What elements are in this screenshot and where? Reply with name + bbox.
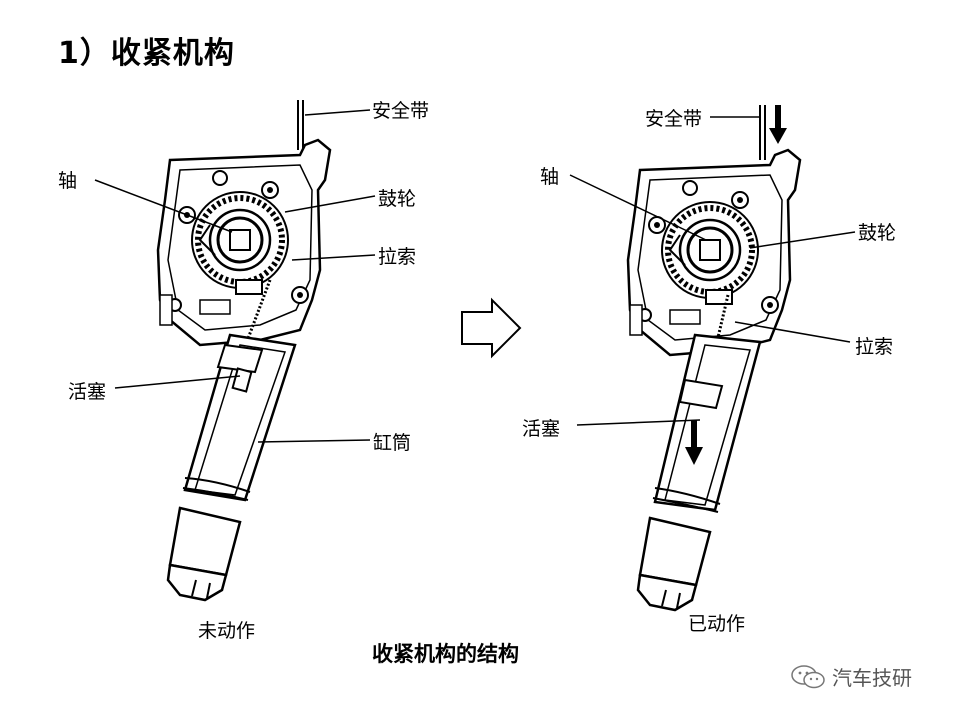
- left-label-shaft: 轴: [58, 170, 78, 192]
- section-title: 1）收紧机构: [58, 36, 235, 71]
- piston-motion-arrow-icon: [685, 420, 703, 465]
- wechat-icon: [791, 665, 825, 689]
- left-state-label: 未动作: [198, 620, 256, 642]
- right-assembly: [628, 105, 800, 612]
- left-assembly: [158, 100, 330, 602]
- right-label-cable: 拉索: [855, 336, 894, 358]
- left-label-drum: 鼓轮: [378, 188, 417, 210]
- figure-caption: 收紧机构的结构: [372, 641, 519, 666]
- belt-retract-arrow-icon: [769, 105, 787, 144]
- transition-arrow-icon: [461, 297, 522, 359]
- right-state-label: 已动作: [688, 613, 746, 635]
- right-label-shaft: 轴: [540, 166, 560, 188]
- left-label-cylinder: 缸筒: [373, 432, 412, 454]
- watermark-text: 汽车技研: [832, 666, 912, 690]
- left-label-cable: 拉索: [378, 246, 417, 268]
- right-label-drum: 鼓轮: [858, 222, 897, 244]
- left-label-piston: 活塞: [68, 381, 107, 403]
- left-label-belt: 安全带: [372, 100, 430, 122]
- right-label-belt: 安全带: [645, 108, 703, 130]
- right-label-piston: 活塞: [522, 418, 561, 440]
